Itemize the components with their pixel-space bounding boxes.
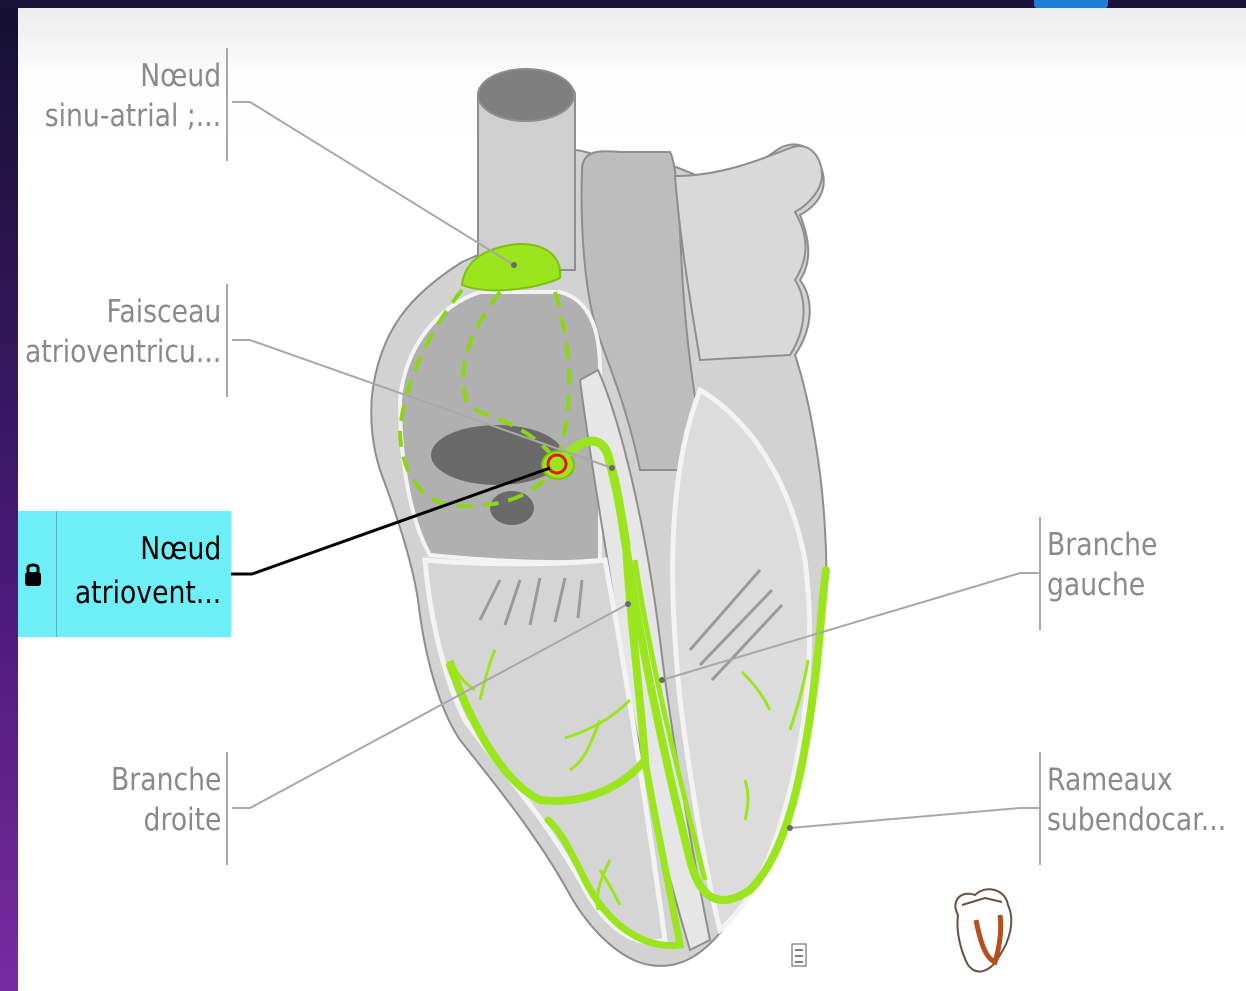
label-subendocardial-line2: subendocar... <box>1047 800 1226 840</box>
leader-dot-bundle <box>609 465 615 471</box>
heart-thumbnail-icon[interactable] <box>955 889 1011 971</box>
label-sinoatrial-line1: Nœud <box>44 56 221 96</box>
label-subendocardial[interactable]: Rameaux subendocar... <box>1047 760 1226 840</box>
label-right-branch-line1: Branche <box>111 760 221 800</box>
label-bar-sinoatrial <box>226 48 228 161</box>
leader-dot-right-branch <box>625 601 631 607</box>
label-bar-bundle <box>226 284 228 397</box>
label-left-branch-line1: Branche <box>1047 525 1157 565</box>
lock-icon <box>24 561 42 587</box>
pulmonary-artery <box>675 146 822 360</box>
coronary-sinus-opening <box>431 425 563 485</box>
label-av-node-selected[interactable]: Nœud atriovent... <box>18 511 231 637</box>
leader-line-subendocardial <box>790 808 1039 828</box>
leader-dot-sinoatrial <box>511 262 517 268</box>
label-divider <box>56 511 57 637</box>
label-bundle-line2: atrioventricu... <box>25 332 221 372</box>
label-bar-left-branch <box>1039 517 1041 630</box>
label-sinoatrial-node[interactable]: Nœud sinu-atrial ;... <box>44 56 221 136</box>
label-bundle-line1: Faisceau <box>25 292 221 332</box>
label-av-node-line2: atriovent... <box>75 571 221 615</box>
label-bar-right-branch <box>226 752 228 865</box>
sinoatrial-node <box>462 244 560 290</box>
label-av-node-line1: Nœud <box>75 527 221 571</box>
label-subendocardial-line1: Rameaux <box>1047 760 1226 800</box>
label-right-branch-line2: droite <box>111 800 221 840</box>
label-bundle-of-his[interactable]: Faisceau atrioventricu... <box>25 292 221 372</box>
label-sinoatrial-line2: sinu-atrial ;... <box>44 96 221 136</box>
leader-dot-subendocardial <box>787 825 793 831</box>
label-left-branch[interactable]: Branche gauche <box>1047 525 1157 605</box>
tricuspid-opening <box>490 491 534 525</box>
label-right-branch[interactable]: Branche droite <box>111 760 221 840</box>
leader-line-sinoatrial <box>232 102 514 265</box>
leader-dot-left-branch <box>659 677 665 683</box>
label-bar-subendocardial <box>1039 752 1041 865</box>
label-left-branch-line2: gauche <box>1047 565 1157 605</box>
vena-cava-opening <box>478 69 574 121</box>
